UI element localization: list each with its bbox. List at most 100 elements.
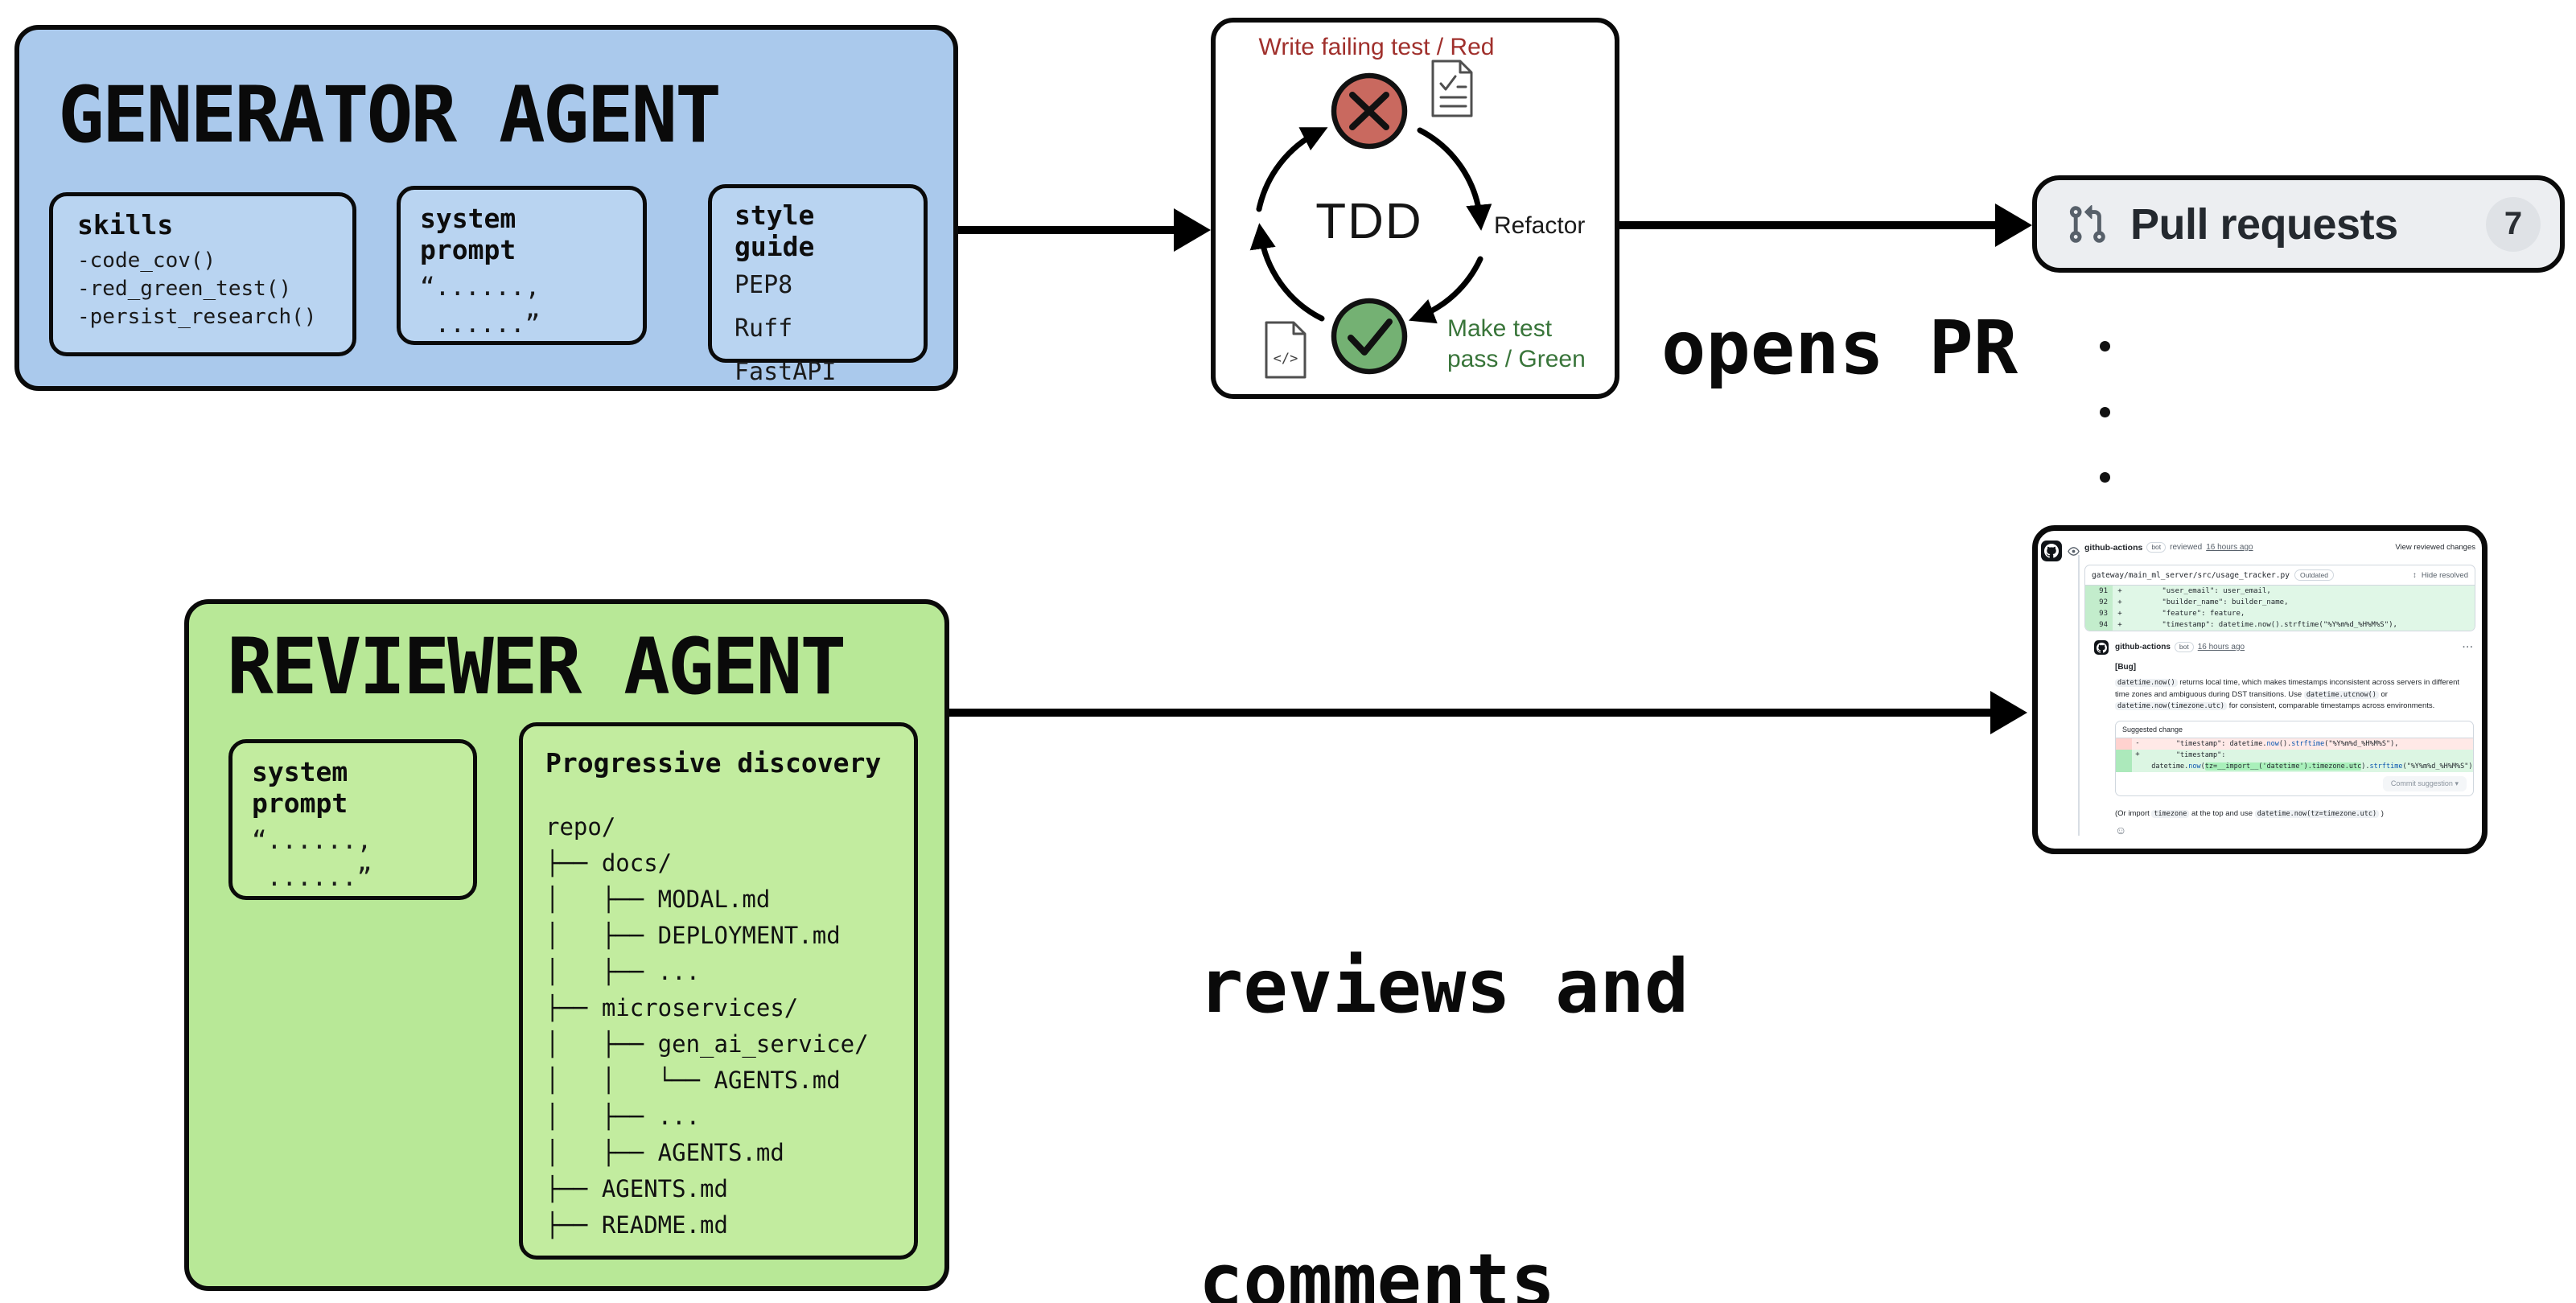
review-action: reviewed — [2170, 543, 2203, 552]
diff-code: "timestamp": datetime.now().strftime("%Y… — [2127, 621, 2397, 629]
skills-box: skills -code_cov() -red_green_test() -pe… — [49, 192, 356, 356]
file-path[interactable]: gateway/main_ml_server/src/usage_tracker… — [2092, 570, 2290, 580]
view-reviewed-changes-link[interactable]: View reviewed changes — [2395, 543, 2475, 552]
code-segment: datetime. — [2143, 762, 2189, 771]
cycle-arc-refactor-to-green — [1408, 256, 1483, 324]
generator-system-prompt-box: system prompt “......, ......” — [397, 186, 647, 345]
tree-line: ├── docs/ — [545, 849, 673, 877]
reviews-comments-line: reviews and — [1199, 943, 1689, 1030]
generator-agent-title: GENERATOR AGENT — [58, 70, 722, 160]
reviewer-agent-title: REVIEWER AGENT — [227, 622, 846, 712]
system-prompt-line: “......, — [420, 273, 541, 302]
system-prompt-line: “......, — [252, 826, 372, 855]
diff-plus-sign: + — [2117, 598, 2122, 606]
review-timestamp-link[interactable]: 16 hours ago — [2206, 543, 2253, 552]
progressive-discovery-box: Progressive discovery repo/ ├── docs/ │ … — [519, 722, 918, 1260]
code-segment: "timestamp": datetime. — [2143, 740, 2267, 748]
inline-code-chip: datetime.now(timezone.utc) — [2115, 702, 2228, 710]
suggestion-added-line: + "timestamp": datetime.now(tz=__import_… — [2116, 750, 2473, 772]
tree-line: │ ├── AGENTS.md — [545, 1139, 784, 1166]
diff-plus-sign: + — [2117, 587, 2122, 595]
diff-line: 91 + "user_email": user_email, — [2085, 586, 2475, 597]
code-segment: strftime — [2369, 762, 2403, 771]
hide-resolved-button[interactable]: Hide resolved — [2421, 570, 2468, 580]
pull-request-icon — [2069, 204, 2105, 243]
x-mark-icon — [1349, 92, 1389, 130]
tree-line: │ ├── gen_ai_service/ — [545, 1030, 869, 1058]
pull-requests-tab[interactable]: Pull requests 7 — [2032, 175, 2565, 273]
code-segment: ( — [2200, 762, 2205, 771]
code-file-icon — [1265, 321, 1307, 379]
tdd-title: TDD — [1315, 194, 1423, 249]
arrow-reviewer-to-card-head — [1990, 691, 2027, 734]
plus-sign: + — [2135, 750, 2140, 758]
comment-text: or — [2378, 689, 2388, 699]
review-author[interactable]: github-actions — [2084, 542, 2143, 553]
cycle-arc-green-to-left — [1249, 223, 1325, 322]
eye-icon — [2068, 547, 2080, 556]
arrow-tdd-to-pr — [1619, 221, 1997, 229]
tree-line: ├── AGENTS.md — [545, 1175, 728, 1202]
green-pass-circle-icon — [1331, 298, 1408, 375]
unfold-icon: ↕ — [2413, 570, 2417, 580]
tdd-green-step-line: pass / Green — [1447, 346, 1586, 372]
generator-agent-box: GENERATOR AGENT skills -code_cov() -red_… — [14, 25, 958, 391]
suggested-change-header: Suggested change — [2116, 721, 2473, 738]
tree-line: │ ├── ... — [545, 1103, 701, 1130]
diff-line: 94 + "timestamp": datetime.now().strftim… — [2085, 619, 2475, 631]
diff-plus-sign: + — [2117, 610, 2122, 618]
inline-code-chip: timezone — [2151, 810, 2190, 818]
minus-sign: - — [2135, 739, 2140, 747]
bot-badge: bot — [2174, 642, 2194, 652]
opens-pr-label: opens PR — [1661, 305, 2018, 391]
github-logo-icon — [2041, 541, 2062, 561]
sequence-dot — [2100, 407, 2110, 417]
inline-code-chip: datetime.now() — [2115, 679, 2178, 687]
commit-suggestion-label: Commit suggestion — [2390, 779, 2453, 787]
system-prompt-label: system prompt — [252, 756, 348, 819]
diff-line-number: 91 — [2085, 586, 2113, 597]
tree-line: ├── microservices/ — [545, 994, 799, 1021]
diff-line-number: 93 — [2085, 608, 2113, 619]
tdd-green-step-label: Make test pass / Green — [1447, 314, 1586, 375]
emoji-reaction-button[interactable]: ☺ — [2115, 824, 2127, 836]
reviewer-system-prompt-box: system prompt “......, ......” — [228, 739, 477, 900]
style-guide-item: PEP8 — [735, 271, 793, 299]
kebab-menu-icon[interactable]: ··· — [2463, 642, 2474, 652]
code-segment: now — [2266, 740, 2279, 748]
outdated-badge: Outdated — [2294, 569, 2334, 581]
diff-code: "feature": feature, — [2127, 610, 2245, 618]
diff-line-number: 94 — [2085, 619, 2113, 631]
progressive-discovery-label: Progressive discovery — [545, 747, 882, 779]
note-text: (Or import — [2115, 809, 2152, 818]
code-segment: strftime — [2291, 740, 2325, 748]
skill-item: -persist_research() — [77, 305, 317, 329]
comment-text: for consistent, comparable timestamps ac… — [2227, 701, 2435, 710]
skill-item: -red_green_test() — [77, 277, 292, 301]
system-prompt-line: ......” — [252, 863, 372, 892]
tree-line: │ ├── DEPLOYMENT.md — [545, 922, 841, 949]
arrow-tdd-to-pr-head — [1995, 203, 2032, 247]
comment-body: datetime.now() returns local time, which… — [2115, 677, 2474, 713]
commit-suggestion-button[interactable]: Commit suggestion ▾ — [2382, 776, 2467, 791]
comment-text: returns local time, which makes timestam… — [2115, 678, 2460, 699]
code-segment: ). — [2361, 762, 2370, 771]
suggested-change-box: Suggested change - "timestamp": datetime… — [2115, 721, 2474, 796]
comment-author[interactable]: github-actions — [2115, 643, 2171, 652]
bug-tag: [Bug] — [2115, 663, 2137, 672]
arrow-reviewer-to-card — [949, 709, 1994, 717]
github-logo-icon — [2094, 640, 2109, 655]
diff-line: 92 + "builder_name": builder_name, — [2085, 597, 2475, 608]
diff-code: "user_email": user_email, — [2127, 587, 2271, 595]
tdd-cycle-box: </> Write failing test / Red TDD Refacto… — [1211, 18, 1619, 399]
diff-plus-sign: + — [2117, 621, 2122, 629]
code-segment: (). — [2278, 740, 2292, 748]
tree-line: repo/ — [545, 813, 616, 841]
code-file-icon-text: </> — [1274, 351, 1298, 367]
comment-timestamp-link[interactable]: 16 hours ago — [2197, 643, 2245, 652]
code-segment-highlighted: tz=__import__('datetime').timezone.utc — [2204, 762, 2362, 771]
tdd-refactor-label: Refactor — [1494, 212, 1586, 239]
diff-file-box: gateway/main_ml_server/src/usage_tracker… — [2084, 565, 2475, 631]
chevron-down-icon: ▾ — [2455, 779, 2459, 787]
sequence-dot — [2100, 341, 2110, 351]
